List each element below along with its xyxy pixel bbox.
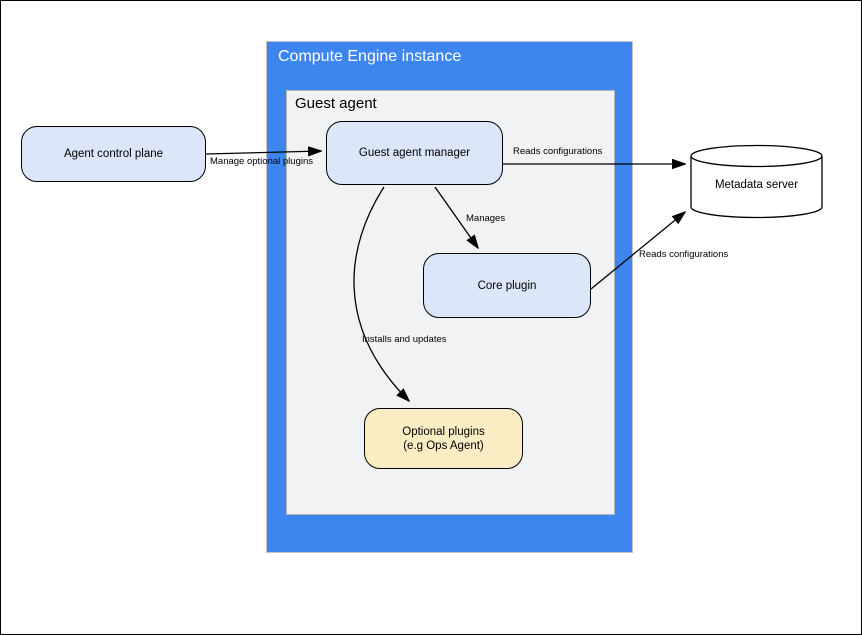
node-optional-plugins-label: Optional plugins (e.g Ops Agent): [402, 425, 484, 453]
compute-engine-instance-title: Compute Engine instance: [278, 48, 462, 65]
edge-label-reads-configurations-core: Reads configurations: [639, 249, 729, 260]
node-optional-plugins-label-line2: (e.g Ops Agent): [403, 439, 484, 452]
node-optional-plugins-label-line1: Optional plugins: [402, 425, 485, 438]
node-agent-control-plane-label: Agent control plane: [63, 148, 164, 160]
node-metadata-server: Metadata server: [690, 144, 823, 219]
edge-label-installs-and-updates: Installs and updates: [362, 334, 447, 345]
edge-label-manages: Manages: [466, 213, 506, 224]
node-core-plugin-label: Core plugin: [477, 279, 537, 292]
guest-agent-title: Guest agent: [295, 95, 377, 112]
node-optional-plugins: Optional plugins (e.g Ops Agent): [364, 408, 523, 469]
edge-label-reads-configurations-manager: Reads configurations: [513, 146, 603, 157]
node-core-plugin: Core plugin: [423, 253, 591, 318]
node-agent-control-plane: Agent control plane: [21, 126, 206, 182]
node-guest-agent-manager: Guest agent manager: [326, 121, 503, 185]
node-metadata-server-label: Metadata server: [714, 179, 799, 191]
node-guest-agent-manager-label: Guest agent manager: [358, 147, 471, 159]
edge-label-manage-optional-plugins: Manage optional plugins: [210, 156, 313, 167]
database-cylinder-icon: [690, 144, 823, 219]
